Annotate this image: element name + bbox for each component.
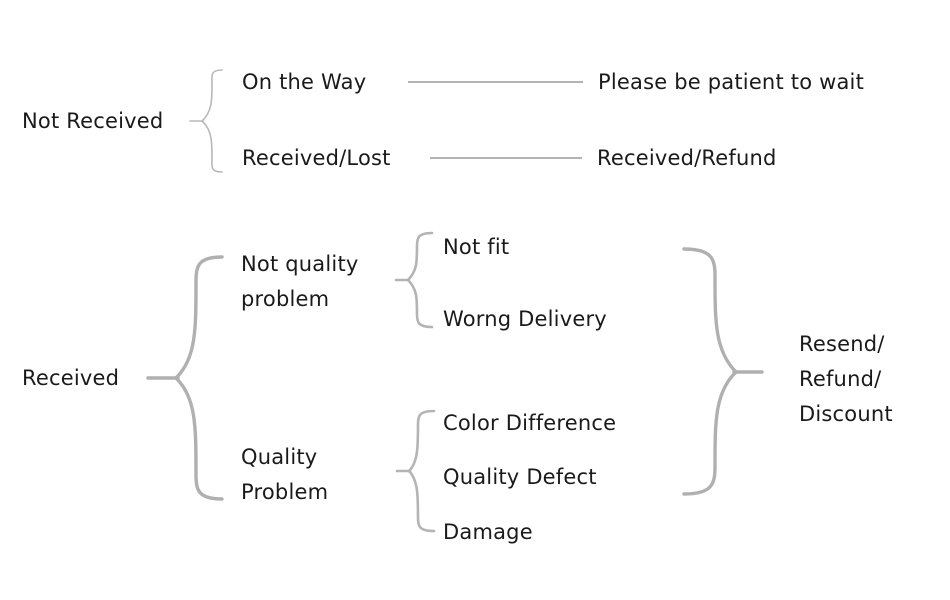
node-worng-delivery[interactable]: Worng Delivery (443, 307, 607, 331)
node-not-quality-problem-line1[interactable]: Not quality (241, 252, 359, 276)
node-damage[interactable]: Damage (443, 520, 533, 544)
node-on-the-way[interactable]: On the Way (242, 70, 367, 94)
node-color-difference[interactable]: Color Difference (443, 411, 617, 435)
node-not-received[interactable]: Not Received (22, 109, 164, 133)
node-quality-problem-line2[interactable]: Problem (241, 480, 329, 504)
node-received-lost[interactable]: Received/Lost (242, 146, 391, 170)
node-not-fit[interactable]: Not fit (443, 235, 510, 259)
node-outcome-line1[interactable]: Resend/ (799, 332, 885, 356)
node-received-lost-outcome[interactable]: Received/Refund (597, 146, 777, 170)
node-quality-problem-line1[interactable]: Quality (241, 445, 318, 469)
node-on-the-way-outcome[interactable]: Please be patient to wait (598, 70, 865, 94)
brace-quality-problem (407, 409, 436, 533)
brace-received-outcome (682, 247, 738, 496)
node-not-quality-problem-line2[interactable]: problem (241, 287, 330, 311)
node-outcome-line3[interactable]: Discount (799, 402, 893, 426)
brace-not-quality-problem (406, 231, 434, 329)
brace-received-main (174, 255, 224, 501)
node-outcome-line2[interactable]: Refund/ (799, 367, 882, 391)
node-quality-defect[interactable]: Quality Defect (443, 465, 597, 489)
node-received[interactable]: Received (22, 366, 120, 390)
brace-not-received (201, 69, 223, 173)
